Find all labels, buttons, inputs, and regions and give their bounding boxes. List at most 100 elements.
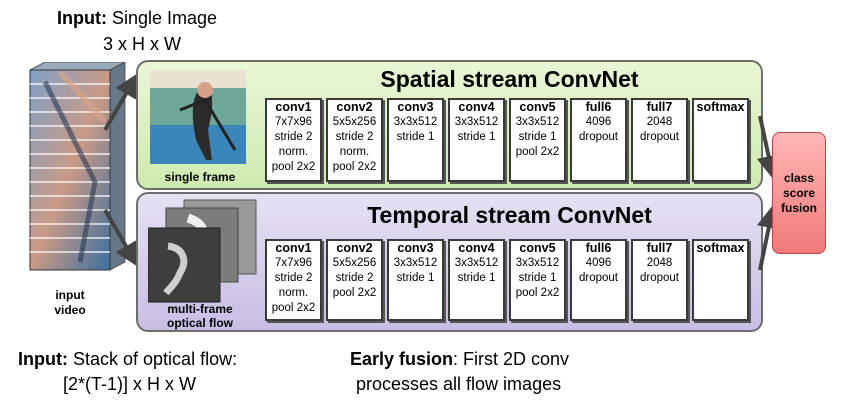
layer-name: conv2 <box>336 100 373 114</box>
layer-param: pool 2x2 <box>271 161 316 173</box>
spatial-layer-conv3: conv3 3x3x512 stride 1 <box>387 98 444 182</box>
bottom-left-caption: Input: Stack of optical flow: <box>18 348 237 370</box>
spatial-layer-conv4: conv4 3x3x512 stride 1 <box>448 98 505 182</box>
layer-name: full7 <box>646 241 673 255</box>
video-label-line1: input <box>55 288 85 302</box>
layer-param: 7x7x96 <box>274 257 313 269</box>
layer-name: full7 <box>646 100 673 114</box>
layer-name: conv5 <box>519 241 556 255</box>
input-video-label: input video <box>40 288 100 318</box>
single-frame-image <box>150 70 246 164</box>
layer-param: dropout <box>639 131 679 143</box>
bottom-input-label: Input: <box>18 349 68 369</box>
temporal-stream-title: Temporal stream ConvNet <box>367 202 652 228</box>
layer-param: dropout <box>578 131 618 143</box>
top-input-caption: Input: Single Image <box>57 7 217 29</box>
layer-param: 2048 <box>646 116 673 128</box>
layer-param: pool 2x2 <box>332 161 377 173</box>
spatial-layer-conv1: conv1 7x7x96 stride 2 norm. pool 2x2 <box>265 98 322 182</box>
layer-param: norm. <box>278 287 309 299</box>
arrow-spatial-to-fusion <box>756 115 781 180</box>
layer-name: conv2 <box>336 241 373 255</box>
layer-param: stride 1 <box>396 272 435 284</box>
layer-name: conv4 <box>458 241 495 255</box>
layer-param: 5x5x256 <box>332 116 377 128</box>
optical-flow-label: multi-frame optical flow <box>150 302 250 330</box>
layer-param: norm. <box>339 146 370 158</box>
layer-param: stride 1 <box>457 272 496 284</box>
top-input-dims: 3 x H x W <box>103 34 182 54</box>
input-arrows <box>103 73 139 267</box>
layer-name: conv5 <box>519 100 556 114</box>
bottom-right-line2: processes all flow images <box>356 374 562 394</box>
temporal-layer-conv4: conv4 3x3x512 stride 1 <box>448 239 505 321</box>
fusion-line3: fusion <box>781 200 817 215</box>
optical-flow-images <box>148 199 257 303</box>
spatial-layer-conv2: conv2 5x5x256 stride 2 norm. pool 2x2 <box>326 98 383 182</box>
temporal-layer-conv5: conv5 3x3x512 stride 1 pool 2x2 <box>509 239 566 321</box>
spatial-stream-title: Spatial stream ConvNet <box>380 66 639 92</box>
class-score-fusion-box: class score fusion <box>772 132 826 254</box>
layer-param: stride 2 <box>274 131 313 143</box>
layer-param: stride 2 <box>335 131 374 143</box>
optical-flow-label-line2: optical flow <box>167 316 233 330</box>
layer-name: full6 <box>585 241 612 255</box>
layer-param: pool 2x2 <box>515 287 560 299</box>
layer-param: pool 2x2 <box>515 146 560 158</box>
input-video-stack <box>29 62 126 271</box>
layer-name: conv3 <box>397 100 434 114</box>
layer-param: 3x3x512 <box>454 257 499 269</box>
layer-name: full6 <box>585 100 612 114</box>
layer-param: pool 2x2 <box>332 287 377 299</box>
bottom-left-dims: [2*(T-1)] x H x W <box>63 374 197 394</box>
early-fusion-description: : First 2D conv <box>453 349 570 369</box>
layer-param: dropout <box>578 272 618 284</box>
layer-param: 4096 <box>585 257 612 269</box>
single-frame-label: single frame <box>164 170 236 184</box>
temporal-layer-full7: full7 2048 dropout <box>631 239 688 321</box>
spatial-layer-full7: full7 2048 dropout <box>631 98 688 182</box>
spatial-layer-softmax: softmax <box>692 98 749 182</box>
layer-param: 7x7x96 <box>274 116 313 128</box>
layer-name: conv3 <box>397 241 434 255</box>
layer-name: conv1 <box>275 100 312 114</box>
temporal-layer-conv2: conv2 5x5x256 stride 2 pool 2x2 <box>326 239 383 321</box>
layer-param: 3x3x512 <box>393 116 438 128</box>
layer-name: softmax <box>696 100 745 114</box>
layer-name: softmax <box>696 241 745 255</box>
bottom-right-caption: Early fusion: First 2D conv <box>350 348 569 370</box>
layer-param: 2048 <box>646 257 673 269</box>
temporal-layer-conv1: conv1 7x7x96 stride 2 norm. pool 2x2 <box>265 239 322 321</box>
layer-param: stride 1 <box>518 131 557 143</box>
spatial-layer-conv5: conv5 3x3x512 stride 1 pool 2x2 <box>509 98 566 182</box>
arrow-to-spatial <box>103 73 139 132</box>
layer-param: 3x3x512 <box>515 257 560 269</box>
video-label-line2: video <box>54 303 86 317</box>
layer-param: 3x3x512 <box>454 116 499 128</box>
temporal-layer-softmax: softmax <box>692 239 749 321</box>
early-fusion-label: Early fusion <box>350 349 454 369</box>
layer-param: stride 2 <box>274 272 313 284</box>
layer-param: stride 1 <box>396 131 435 143</box>
layer-param: stride 1 <box>518 272 557 284</box>
layer-param: norm. <box>278 146 309 158</box>
layer-param: pool 2x2 <box>271 302 316 314</box>
arrow-temporal-to-fusion <box>757 204 781 271</box>
arrow-to-temporal <box>103 208 139 267</box>
bottom-input-description: Stack of optical flow: <box>73 349 238 369</box>
layer-name: conv1 <box>275 241 312 255</box>
temporal-layer-full6: full6 4096 dropout <box>570 239 627 321</box>
fusion-arrows <box>756 115 781 271</box>
layer-param: 3x3x512 <box>515 116 560 128</box>
input-description: Single Image <box>112 8 218 28</box>
layer-param: dropout <box>639 272 679 284</box>
input-label: Input: <box>57 8 107 28</box>
video-frames <box>29 62 126 271</box>
layer-name: conv4 <box>458 100 495 114</box>
layer-param: stride 2 <box>335 272 374 284</box>
layer-param: stride 1 <box>457 131 496 143</box>
fusion-line2: score <box>782 185 816 200</box>
layer-param: 5x5x256 <box>332 257 377 269</box>
layer-param: 4096 <box>585 116 612 128</box>
